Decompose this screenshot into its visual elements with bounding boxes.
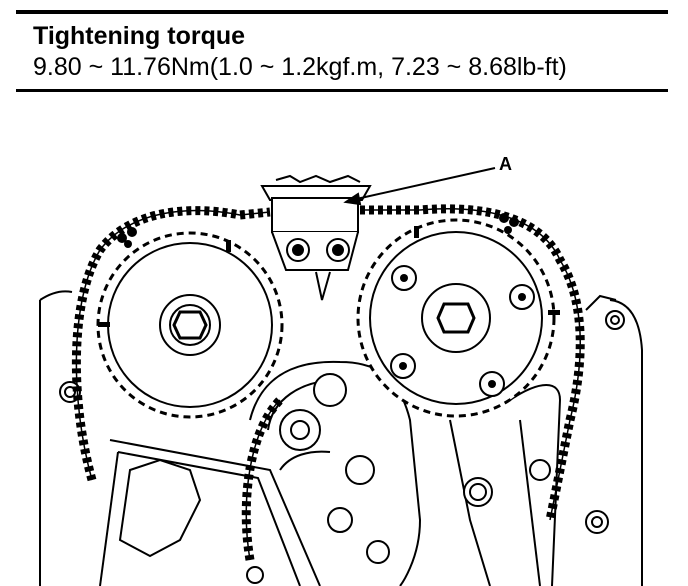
top-rule	[16, 10, 668, 14]
callout-leader	[343, 167, 496, 206]
spec-title: Tightening torque	[33, 22, 246, 50]
torque-spec-box: Tightening torque 9.80 ~ 11.76Nm(1.0 ~ 1…	[0, 0, 688, 104]
casting-bolt-holes	[59, 310, 625, 584]
right-cam-sprocket	[356, 218, 560, 418]
chain-tensioner	[260, 174, 372, 301]
left-cam-sprocket	[96, 231, 284, 419]
chain-link-markers	[117, 213, 519, 248]
timing-chain	[71, 204, 585, 561]
callout-label-a: A	[499, 154, 512, 174]
bottom-rule	[16, 89, 668, 92]
spec-value: 9.80 ~ 11.76Nm(1.0 ~ 1.2kgf.m, 7.23 ~ 8.…	[33, 53, 567, 81]
